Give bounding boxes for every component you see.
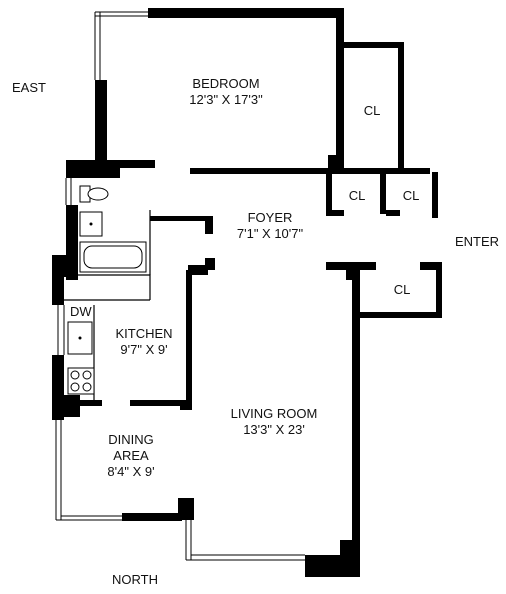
cl-east-wall [398, 42, 404, 172]
burner-4 [82, 382, 92, 392]
foyer-closet-right-label: CL [403, 188, 420, 203]
labels: EAST NORTH ENTER BEDROOM 12'3" X 17'3" F… [12, 76, 499, 587]
bedroom-west-wall [95, 80, 107, 170]
kitchen-dims: 9'7" X 9' [120, 342, 167, 357]
living-room-name: LIVING ROOM [231, 406, 318, 421]
living-window-west [185, 520, 192, 560]
bedroom-window-west [94, 12, 101, 80]
kitchen-window [57, 305, 65, 355]
bedroom-east-wall [336, 8, 344, 168]
bathtub-inner [83, 245, 143, 269]
entry-cl-east-wall [436, 262, 442, 318]
foyer-dims: 7'1" X 10'7" [237, 226, 304, 241]
foyer-bath-wall [150, 216, 208, 221]
north-label: NORTH [112, 572, 158, 587]
foyer-cl-right-wall [432, 172, 438, 218]
enter-label: ENTER [455, 234, 499, 249]
living-sw-block [178, 498, 194, 520]
kitchen-east-wall [186, 270, 192, 400]
foyer-cl-divider [380, 172, 386, 214]
dining-name-line1: DINING [108, 432, 154, 447]
bedroom-closet-label: CL [364, 103, 381, 118]
dining-dims: 8'4" X 9' [107, 464, 154, 479]
burner-3 [70, 382, 80, 392]
fixtures [67, 185, 147, 395]
windows [55, 11, 305, 561]
bedroom-corner [328, 155, 344, 173]
burner-1 [70, 370, 80, 380]
kitchen-south-wall [130, 400, 192, 406]
foyer-cl-bottom-left [326, 210, 344, 216]
kitchen-name: KITCHEN [115, 326, 172, 341]
east-label: EAST [12, 80, 46, 95]
bedroom-dims: 12'3" X 17'3" [189, 92, 263, 107]
foyer-closet-left-label: CL [349, 188, 366, 203]
dining-north-stub [80, 400, 102, 406]
bedroom-south-wall-left [95, 160, 155, 168]
kitchen-south-end [180, 400, 192, 410]
dining-south-wall [122, 513, 182, 521]
dining-nw-block [52, 395, 80, 417]
kitchen-sink-drain [78, 336, 82, 340]
bath-sink-drain [89, 222, 93, 226]
toilet-bowl [87, 187, 109, 201]
entry-cl-top-right [420, 262, 442, 270]
entry-closet-label: CL [394, 282, 411, 297]
burner-2 [82, 370, 92, 380]
bath-window [65, 178, 72, 205]
living-window-south [186, 554, 305, 561]
dishwasher-label: DW [70, 304, 92, 319]
bath-kitchen-partition [78, 274, 151, 300]
dining-window-south [56, 515, 122, 521]
walls [52, 8, 442, 577]
bedroom-name: BEDROOM [192, 76, 259, 91]
bath-north-wall [66, 160, 120, 178]
foyer-cl-bottom-mid [386, 210, 400, 216]
kitchen-west-wall-top [52, 277, 64, 305]
cl-north-wall [344, 42, 404, 48]
bedroom-south-wall-right [190, 168, 430, 174]
living-east-wall [352, 270, 360, 570]
dining-name-line2: AREA [113, 448, 149, 463]
kitchen-foyer-corner [188, 265, 208, 275]
foyer-bath-end [205, 216, 213, 234]
kitchen-foyer-post [205, 258, 215, 270]
foyer-cl-left-wall [326, 172, 332, 214]
bedroom-window-top [95, 11, 148, 17]
foyer-name: FOYER [248, 210, 293, 225]
bath-sw-block [52, 255, 78, 277]
bedroom-north-wall [148, 8, 342, 18]
living-se-block [340, 540, 360, 570]
living-room-dims: 13'3" X 23' [243, 422, 305, 437]
dining-window-west [55, 420, 62, 520]
entry-cl-south-wall [360, 312, 442, 318]
